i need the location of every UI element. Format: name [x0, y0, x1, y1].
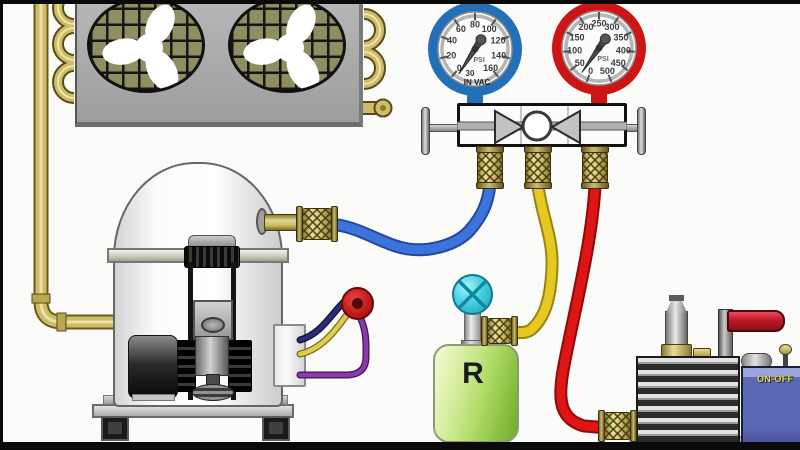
svg-text:20: 20 [446, 50, 456, 60]
valve-symbol-left-arrow [549, 109, 581, 145]
condenser-fan-right [228, 0, 346, 93]
manifold-fitting-utility [525, 152, 551, 184]
fitting-cap [476, 182, 504, 189]
manifold-fitting-high [582, 152, 608, 184]
compressor-foot [101, 416, 129, 441]
pump-motor-housing [741, 366, 800, 444]
coupler-cap [331, 206, 338, 242]
condenser-to-compressor-pipe [31, 0, 120, 332]
svg-text:50: 50 [575, 58, 585, 68]
motor-block [128, 335, 178, 399]
low-valve-handle [421, 107, 430, 155]
svg-text:0: 0 [457, 63, 462, 73]
gauge-vacuum-label: IN VAC [464, 78, 491, 87]
top-letterbox-bar [0, 0, 800, 4]
svg-text:0: 0 [588, 66, 593, 76]
pump-switch-stem [783, 352, 788, 366]
valve-symbol-right-arrow [494, 109, 526, 145]
utility-hose-yellow [503, 179, 559, 340]
gauge-unit-label: PSI [473, 57, 484, 64]
terminal-grommet [341, 287, 374, 320]
motor-base [132, 394, 175, 401]
left-frame-edge [0, 0, 3, 450]
valve-cross-icon [457, 279, 488, 310]
crankcase-fins-right [228, 340, 252, 392]
gauge-unit-label: PSI [597, 56, 608, 63]
coupler-cap [630, 410, 637, 442]
svg-text:200: 200 [578, 22, 593, 32]
gauge-vacuum-value: 30 [466, 69, 475, 78]
svg-text:80: 80 [470, 20, 480, 30]
svg-text:160: 160 [483, 63, 498, 73]
svg-text:300: 300 [604, 22, 619, 32]
pump-cooling-fins [636, 356, 740, 444]
condenser-outlet-pipe [362, 98, 393, 118]
svg-text:450: 450 [611, 58, 626, 68]
bottle-label: R [462, 357, 484, 390]
svg-text:120: 120 [490, 36, 505, 46]
compressor-foot [262, 416, 290, 441]
condenser-left-return-bends [52, 0, 75, 104]
coupler-cap [511, 316, 518, 346]
bracket-port [201, 317, 225, 333]
high-valve-handle [637, 107, 646, 155]
fitting-cap [581, 182, 609, 189]
manifold-valve-symbols [457, 109, 627, 145]
valve-symbol-circle [521, 110, 553, 142]
svg-text:100: 100 [567, 46, 582, 56]
pump-carry-handle [727, 310, 785, 332]
pump-switch-toggle [779, 344, 792, 355]
pump-intake-tip [669, 295, 684, 301]
gauge-needle [458, 34, 487, 75]
bottle-hose-coupler [487, 318, 512, 344]
bottom-letterbox-bar [0, 442, 800, 450]
pump-intake-cone [666, 300, 687, 313]
fitting-cap [524, 182, 552, 189]
low-side-hose-blue [323, 177, 497, 257]
fan-blades-icon [102, 4, 179, 90]
svg-text:150: 150 [569, 32, 584, 42]
svg-text:400: 400 [616, 46, 631, 56]
svg-text:60: 60 [456, 24, 466, 34]
frame-rod [188, 262, 193, 400]
high-side-hose-red [554, 179, 615, 435]
fan-blades-icon [243, 4, 320, 90]
svg-text:500: 500 [600, 66, 615, 76]
frame-rod [231, 262, 236, 400]
condenser-right-return-bends [363, 8, 386, 90]
condenser-fan-left [87, 0, 205, 93]
crank-disc [192, 384, 234, 401]
motor-windings [184, 246, 240, 268]
gauge-needle [581, 33, 611, 73]
svg-text:350: 350 [613, 32, 628, 42]
pump-hose-coupler [604, 412, 631, 440]
bottle-valve-handle [452, 274, 493, 315]
svg-text:40: 40 [447, 36, 457, 46]
svg-text:140: 140 [491, 50, 506, 60]
svg-text:250: 250 [591, 19, 606, 29]
condenser-unit [75, 0, 363, 127]
manifold-fitting-low [477, 152, 503, 184]
svg-text:100: 100 [482, 24, 497, 34]
pump-switch-label: ON-OFF [757, 374, 794, 384]
compressor-hose-coupler [302, 208, 332, 240]
